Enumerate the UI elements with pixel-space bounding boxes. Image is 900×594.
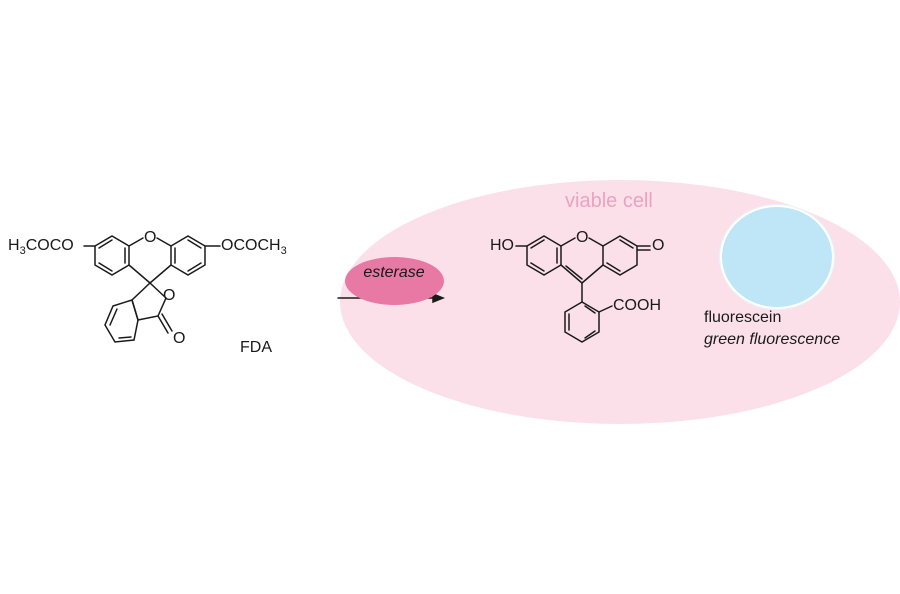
product-ring-oxygen: O	[576, 229, 589, 246]
product-left-ring	[526, 235, 562, 276]
fluorescence-circle	[720, 205, 834, 309]
green-fluorescence-label: green fluorescence	[704, 331, 841, 348]
esterase-label: esterase	[363, 264, 425, 281]
fda-right-acetoxy-text: OCOCH3	[221, 237, 287, 258]
fda-carbonyl-oxygen: O	[173, 330, 186, 347]
fda-left-acetoxy-text: H3COCO	[8, 237, 74, 258]
fluorescein-structure	[515, 235, 651, 343]
fda-lactone-ring	[131, 281, 167, 321]
fda-name-label: FDA	[240, 339, 272, 356]
fda-ring-oxygen: O	[144, 229, 157, 246]
product-ketone-oxygen: O	[652, 237, 665, 254]
fda-left-ring	[94, 235, 130, 276]
fda-right-acetoxy-label: OCOCH3	[221, 237, 287, 257]
fda-lactone-oxygen: O	[163, 287, 176, 304]
esterase-blob	[345, 257, 444, 305]
cell-label: viable cell	[565, 190, 653, 212]
fda-right-ring	[170, 235, 206, 276]
fda-structure	[83, 235, 221, 343]
fluorescein-label: fluorescein	[704, 309, 782, 326]
fda-left-acetoxy-label: H3COCO	[8, 237, 74, 257]
product-acid-label: COOH	[613, 297, 661, 314]
product-right-ring	[602, 235, 638, 276]
product-benzoic-ring	[564, 301, 600, 343]
product-hydroxyl-label: HO	[490, 237, 514, 254]
fda-benzo-ring	[104, 299, 139, 343]
